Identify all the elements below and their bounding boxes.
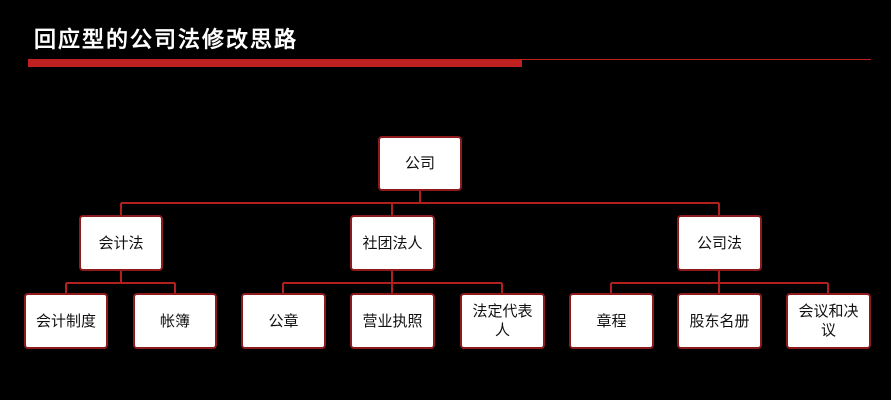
node-leaf-2-3: 法定代表人 bbox=[460, 293, 545, 349]
node-leaf-3-2: 股东名册 bbox=[677, 293, 762, 349]
node-leaf-3-1: 章程 bbox=[569, 293, 654, 349]
node-group-1: 会计法 bbox=[79, 215, 163, 271]
title-underline-bar bbox=[28, 59, 522, 67]
node-leaf-1-1: 会计制度 bbox=[24, 293, 108, 349]
slide-title: 回应型的公司法修改思路 bbox=[34, 28, 299, 53]
node-leaf-2-2: 营业执照 bbox=[350, 293, 435, 349]
node-root: 公司 bbox=[378, 136, 462, 191]
node-leaf-3-3: 会议和决议 bbox=[786, 293, 871, 349]
node-leaf-1-2: 帐簿 bbox=[133, 293, 217, 349]
title-underline-rule bbox=[522, 59, 871, 60]
node-group-3: 公司法 bbox=[677, 215, 762, 271]
node-leaf-2-1: 公章 bbox=[241, 293, 326, 349]
node-group-2: 社团法人 bbox=[350, 215, 435, 271]
